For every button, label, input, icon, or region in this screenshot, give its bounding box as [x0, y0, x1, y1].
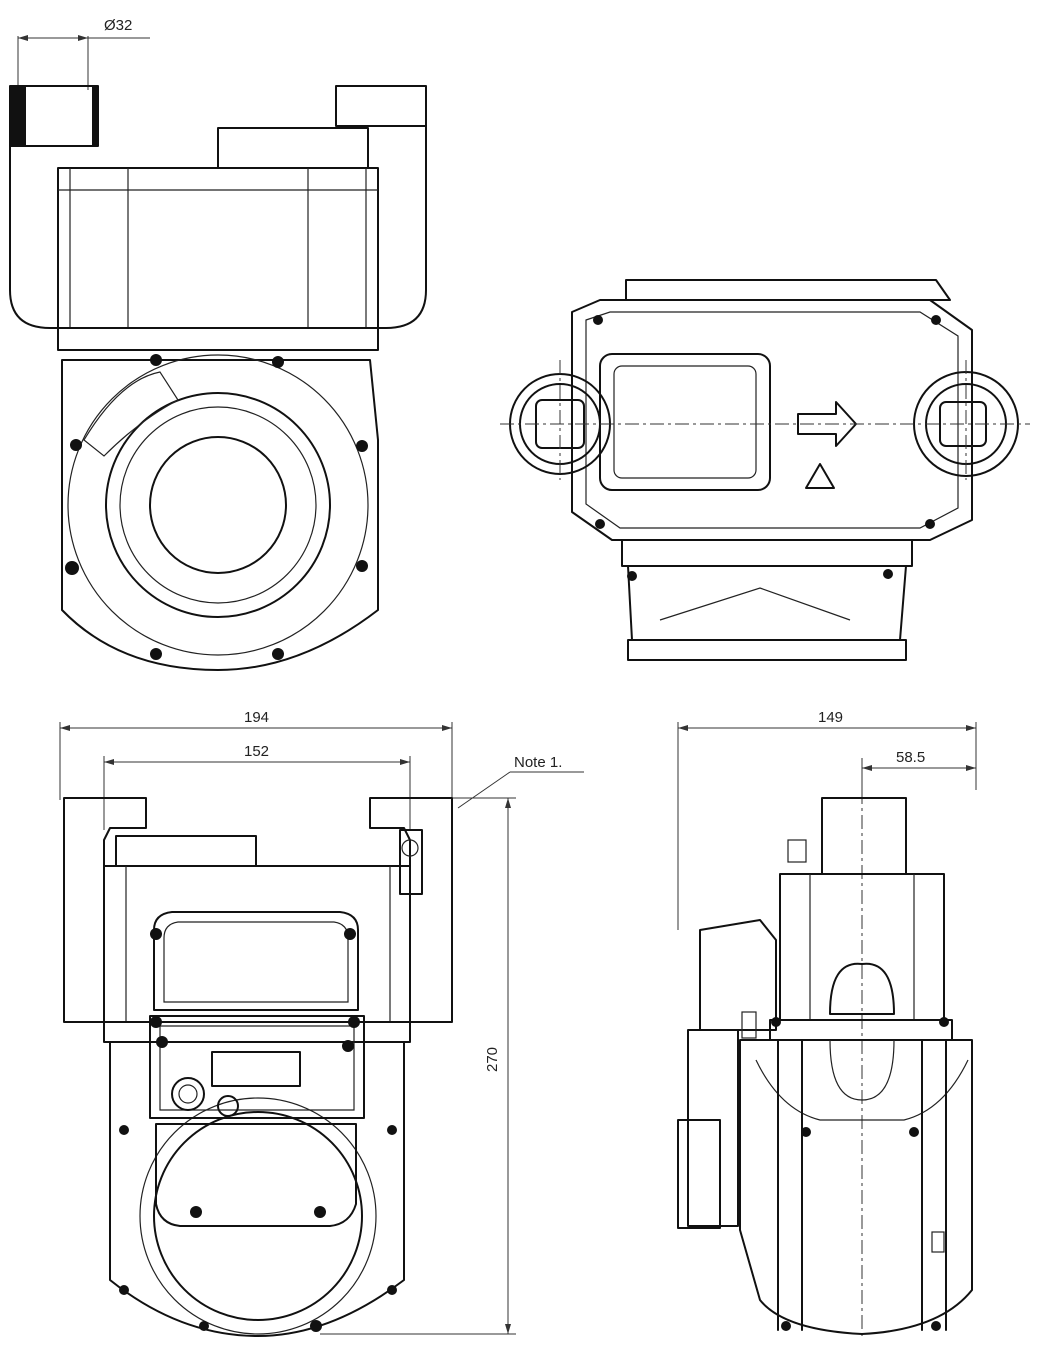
- dim-inlet-outlet-spacing-label: 152: [244, 743, 269, 760]
- view-plan-bolts: [593, 315, 941, 581]
- dim-pipe-diameter: Ø32: [17, 17, 150, 90]
- view-front-bolts: [119, 928, 397, 1332]
- dim-overall-height-label: 270: [484, 1047, 501, 1072]
- dim-overall-depth-label: 149: [818, 709, 843, 726]
- dim-pipe-offset: 58.5: [861, 749, 976, 800]
- view-plan: [500, 279, 1030, 661]
- flow-arrow-icon: [797, 401, 857, 447]
- dim-overall-width-label: 194: [244, 709, 269, 726]
- dim-pipe-offset-label: 58.5: [896, 749, 925, 766]
- note-1-label: Note 1.: [514, 754, 562, 771]
- dim-overall-width: 194: [59, 709, 453, 800]
- dim-overall-depth: 149: [677, 709, 977, 930]
- dim-overall-height: 270: [320, 797, 516, 1335]
- view-rear: Ø32: [9, 17, 427, 671]
- dim-inlet-outlet-spacing: 152: [103, 743, 411, 830]
- note-1-callout: Note 1.: [457, 754, 584, 809]
- view-side: 149 58.5: [677, 709, 977, 1340]
- dim-pipe-diameter-label: Ø32: [104, 17, 132, 34]
- view-rear-bolts: [65, 354, 368, 660]
- view-front: 194 152 Note 1. 270: [59, 709, 584, 1337]
- recycle-icon: [805, 463, 835, 489]
- view-side-bolts: [771, 1017, 949, 1331]
